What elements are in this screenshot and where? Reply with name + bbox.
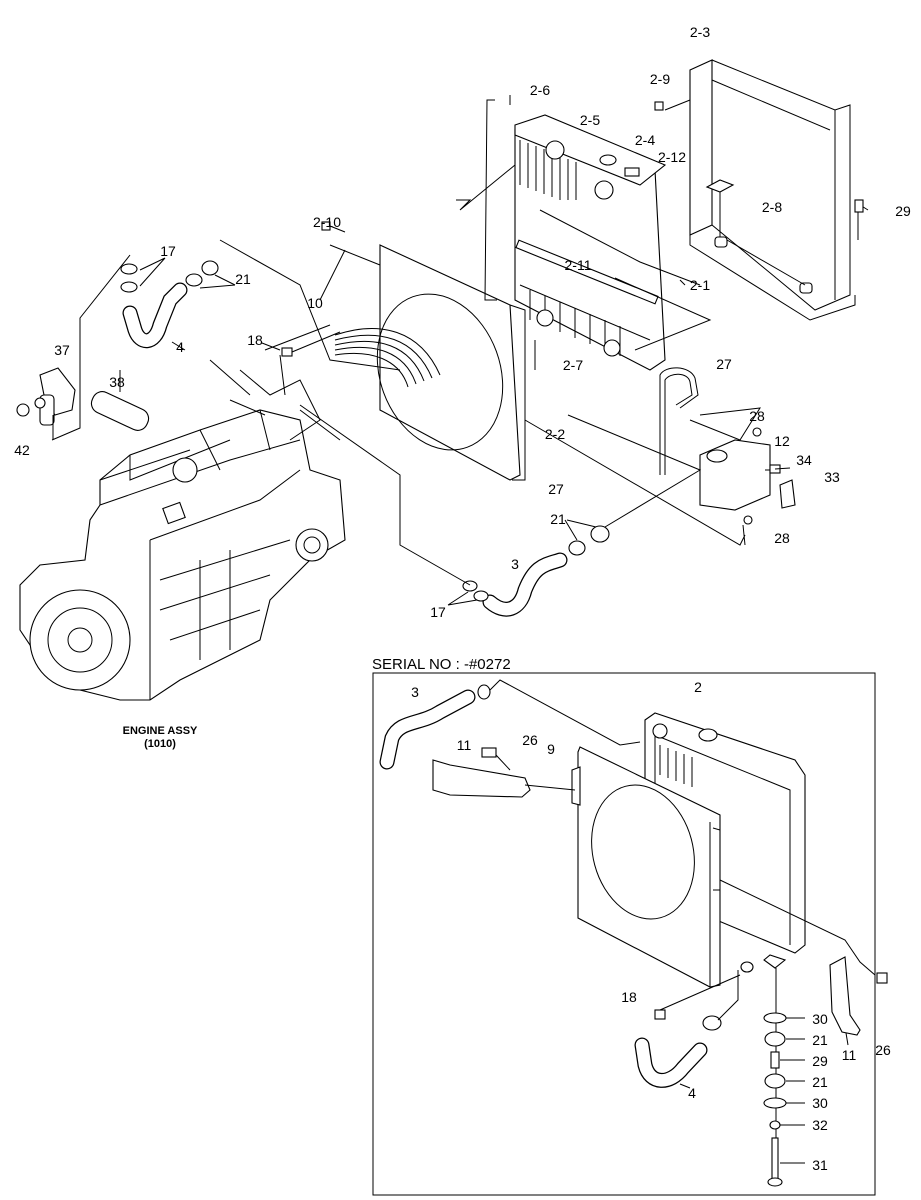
callout-label: 28 (774, 530, 790, 546)
callout-label: 42 (14, 442, 30, 458)
callout-label: 27 (548, 481, 564, 497)
callout-label: 30 (812, 1011, 828, 1027)
engine-assembly (19, 354, 346, 701)
callout-label: 3 (411, 684, 419, 700)
engine-caption-name: ENGINE ASSY (123, 725, 198, 737)
callout-label: 18 (247, 332, 263, 348)
callout-label: 28 (749, 408, 765, 424)
inset-mount-stack (763, 968, 805, 1187)
inset-hose-3 (379, 679, 641, 770)
engine-caption-code: (1010) (144, 738, 176, 750)
callout-label: 37 (54, 342, 70, 358)
callout-label: 2-7 (563, 357, 583, 373)
callout-label: 17 (160, 243, 176, 259)
inset-hose-4 (634, 961, 754, 1089)
inset-radiator (571, 712, 806, 988)
callout-label: 21 (812, 1032, 828, 1048)
callout-label: 2-9 (650, 71, 670, 87)
callout-label: 32 (812, 1117, 828, 1133)
inset-bracket-11-left (432, 747, 576, 798)
callout-label: 11 (842, 1047, 857, 1063)
callout-label: 2-11 (565, 257, 592, 273)
callout-label: 30 (812, 1095, 828, 1111)
callout-label: 11 (457, 737, 472, 753)
callout-label: 2-1 (690, 277, 710, 293)
hose-3 (299, 404, 610, 617)
inset-bracket-11-right (719, 879, 888, 1046)
radiator-core (456, 95, 712, 371)
bolts (261, 101, 791, 474)
thermostat-elbow (16, 254, 150, 441)
callout-label: 27 (716, 356, 732, 372)
callout-label: 31 (812, 1157, 828, 1173)
callout-label: 2-3 (690, 24, 710, 40)
callout-label: 2-2 (545, 426, 565, 442)
callout-label: 18 (621, 989, 637, 1005)
reservoir-tank (524, 367, 796, 546)
callout-label: 12 (774, 433, 790, 449)
callout-label: 26 (522, 732, 538, 748)
callout-label: 17 (430, 604, 446, 620)
callout-label: 2-10 (313, 214, 341, 230)
callout-labels: 2-3 2-9 2-6 2-5 2-42-12 2-8 29 2-10 17 21 2-11 2-1 1… (14, 24, 911, 620)
callout-label: 21 (235, 271, 251, 287)
callout-label: 3 (511, 556, 519, 572)
callout-label: 29 (895, 203, 911, 219)
inset-serial-title: SERIAL NO : -#0272 (372, 656, 511, 673)
callout-label: 2-6 (530, 82, 550, 98)
inset-frame (372, 672, 876, 1196)
callout-label: 21 (812, 1074, 828, 1090)
callout-label: 4 (176, 339, 184, 355)
callout-label: 9 (547, 741, 555, 757)
callout-label: 2-4 (635, 132, 655, 148)
callout-label: 21 (550, 511, 566, 527)
radiator-frame (664, 59, 869, 321)
callout-label: 29 (812, 1053, 828, 1069)
callout-label: 38 (109, 374, 125, 390)
hose-4 (120, 257, 236, 351)
callout-label: 4 (688, 1085, 696, 1101)
callout-label: 26 (875, 1042, 891, 1058)
callout-label: 2-8 (762, 199, 782, 215)
callout-label: 33 (824, 469, 840, 485)
fan-shroud (219, 239, 526, 481)
callout-label: 2-12 (658, 149, 686, 165)
callout-label: 10 (307, 295, 323, 311)
callout-label: 34 (796, 452, 812, 468)
callout-label: 2 (694, 679, 702, 695)
callout-label: 2-5 (580, 112, 600, 128)
